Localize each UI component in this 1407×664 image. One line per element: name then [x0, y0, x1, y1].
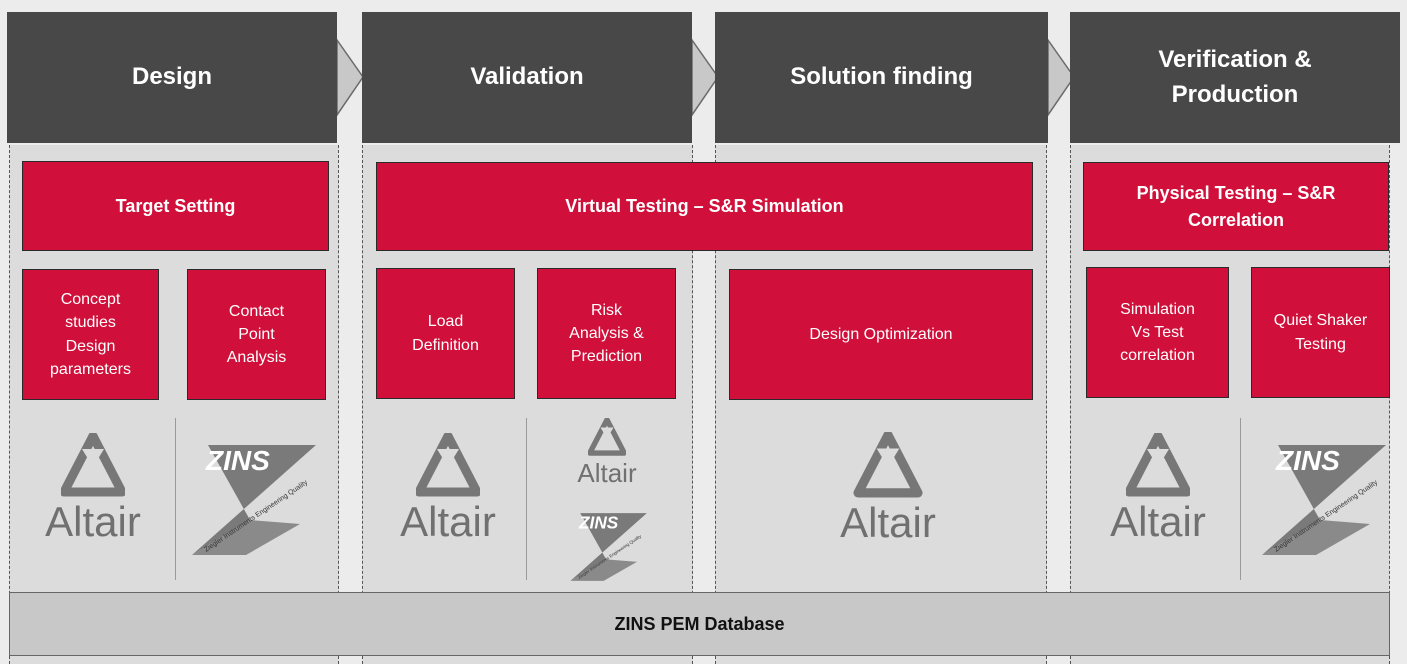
altair-triangle-icon — [588, 418, 626, 456]
altair-wordmark: Altair — [840, 499, 936, 546]
virtual-testing-box: Virtual Testing – S&R Simulation — [376, 162, 1033, 251]
zins-logo-small: ZINS Ziegler Instruments Engineering Qua… — [570, 513, 647, 581]
load-definition-box: Load Definition — [376, 268, 515, 399]
altair-triangle-icon — [416, 433, 480, 497]
sim-vs-test-box: Simulation Vs Test correlation — [1086, 267, 1229, 398]
logo-divider — [175, 418, 176, 580]
zins-wordmark: ZINS — [1275, 445, 1340, 476]
altair-triangle-icon — [853, 432, 923, 498]
pem-database-bar: ZINS PEM Database — [9, 592, 1390, 656]
altair-logo-small: Altair — [567, 418, 647, 486]
database-label: ZINS PEM Database — [614, 613, 785, 634]
contact-point-box: Contact Point Analysis — [187, 269, 326, 400]
target-setting-box: Target Setting — [22, 161, 329, 251]
stage-title: Validation — [470, 63, 584, 91]
design-optimization-box: Design Optimization — [729, 269, 1033, 400]
altair-logo: Altair — [38, 433, 148, 543]
zins-logo: ZINS Ziegler Instruments Engineering Qua… — [192, 445, 316, 555]
quiet-shaker-box: Quiet Shaker Testing — [1251, 267, 1390, 398]
stage-title: Solution finding — [790, 63, 973, 91]
stage-title: Verification & Production — [1158, 45, 1312, 108]
altair-logo: Altair — [393, 433, 503, 543]
logo-divider — [1240, 418, 1241, 580]
stage-title: Design — [131, 63, 212, 91]
altair-logo: Altair — [818, 432, 958, 544]
physical-testing-box: Physical Testing – S&R Correlation — [1083, 162, 1389, 251]
arrow-chevron-icon — [1048, 38, 1075, 117]
logo-divider — [526, 418, 527, 580]
concept-studies-box: Concept studies Design parameters — [22, 269, 159, 400]
altair-wordmark: Altair — [1110, 498, 1206, 545]
altair-triangle-icon — [61, 433, 125, 497]
stage-header-validation: Validation — [362, 12, 692, 143]
stage-header-verification: Verification & Production — [1070, 12, 1400, 143]
altair-triangle-icon — [1126, 433, 1190, 497]
zins-wordmark: ZINS — [578, 513, 619, 533]
arrow-chevron-icon — [692, 38, 719, 117]
altair-wordmark: Altair — [577, 458, 637, 488]
stage-header-solution: Solution finding — [715, 12, 1048, 143]
altair-logo: Altair — [1103, 433, 1213, 543]
altair-wordmark: Altair — [45, 498, 141, 545]
altair-wordmark: Altair — [400, 498, 496, 545]
arrow-chevron-icon — [337, 38, 364, 117]
risk-analysis-box: Risk Analysis & Prediction — [537, 268, 676, 399]
zins-logo: ZINS Ziegler Instruments Engineering Qua… — [1262, 445, 1386, 555]
zins-wordmark: ZINS — [205, 445, 270, 476]
stage-header-design: Design — [7, 12, 337, 143]
